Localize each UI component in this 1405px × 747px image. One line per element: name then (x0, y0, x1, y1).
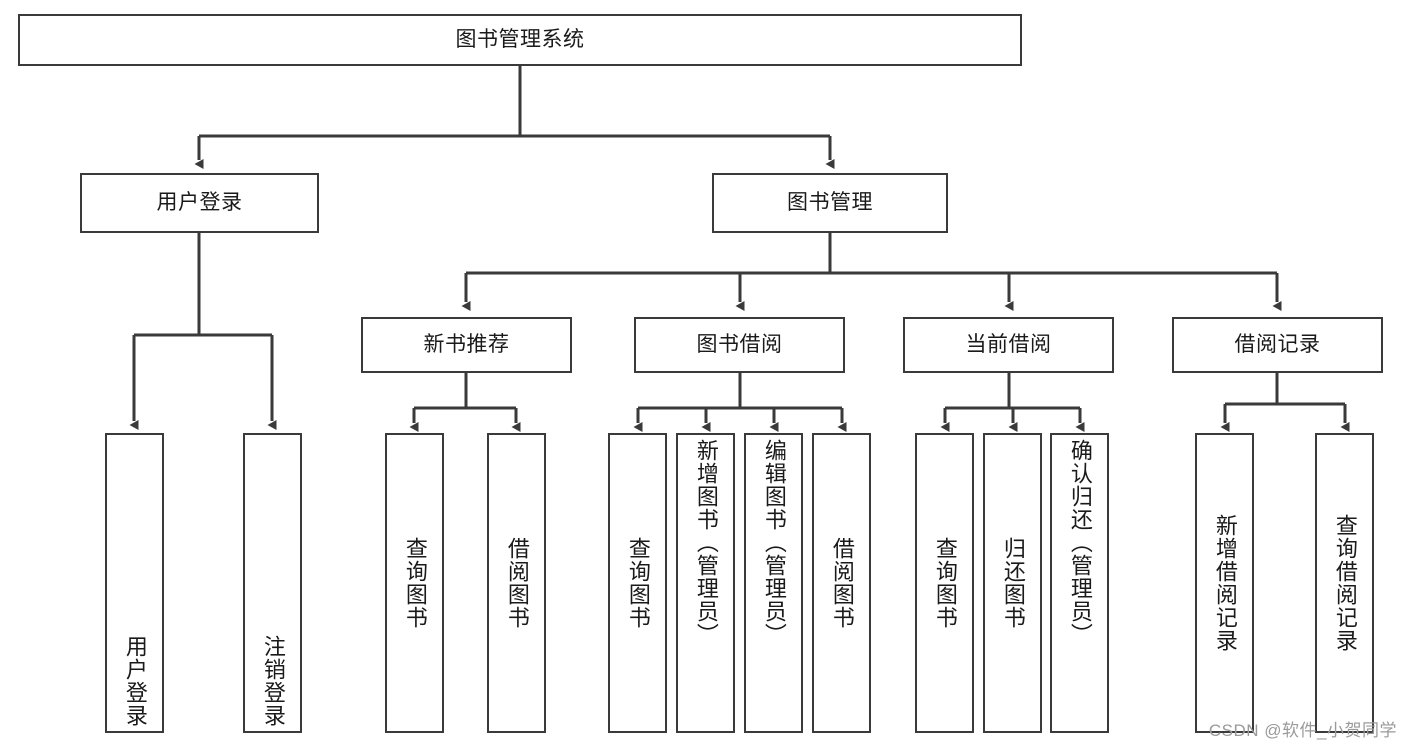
leaf-add-borrow-record[interactable]: 新增借阅记录 (1195, 433, 1254, 733)
leaf-user-logout-label: 注销登录 (260, 635, 286, 727)
leaf-user-logout[interactable]: 注销登录 (243, 433, 302, 733)
leaf-add-book[interactable]: 新增图书（管理员） (676, 433, 735, 733)
node-user-login[interactable]: 用户登录 (80, 173, 319, 233)
node-book-management-label: 图书管理 (787, 191, 873, 215)
leaf-user-login[interactable]: 用户登录 (105, 433, 164, 733)
leaf-edit-book-label: 编辑图书（管理员） (761, 439, 787, 646)
node-new-book-recommendation-label: 新书推荐 (423, 333, 510, 357)
leaf-borrow-book-2[interactable]: 借阅图书 (812, 433, 871, 733)
leaf-add-book-label: 新增图书（管理员） (693, 439, 719, 646)
csdn-watermark: CSDN @软件_小贺同学 (1208, 721, 1397, 740)
leaf-query-borrow-record-label: 查询借阅记录 (1332, 514, 1358, 652)
node-borrow-record-label: 借阅记录 (1234, 333, 1321, 357)
node-root[interactable]: 图书管理系统 (18, 14, 1022, 66)
node-book-borrow-label: 图书借阅 (696, 333, 783, 357)
leaf-borrow-book-2-label: 借阅图书 (829, 537, 855, 629)
leaf-confirm-return-label: 确认归还（管理员） (1067, 439, 1093, 646)
node-new-book-recommendation[interactable]: 新书推荐 (361, 317, 572, 373)
leaf-query-book-1[interactable]: 查询图书 (385, 433, 444, 733)
leaf-query-borrow-record[interactable]: 查询借阅记录 (1315, 433, 1374, 733)
leaf-return-book-label: 归还图书 (1000, 537, 1026, 629)
node-user-login-label: 用户登录 (156, 191, 243, 215)
node-current-borrow-label: 当前借阅 (965, 333, 1052, 357)
node-current-borrow[interactable]: 当前借阅 (903, 317, 1114, 373)
leaf-confirm-return[interactable]: 确认归还（管理员） (1050, 433, 1109, 733)
leaf-add-borrow-record-label: 新增借阅记录 (1212, 514, 1238, 652)
node-book-management[interactable]: 图书管理 (712, 173, 948, 233)
node-root-label: 图书管理系统 (455, 28, 585, 52)
leaf-return-book[interactable]: 归还图书 (983, 433, 1042, 733)
leaf-edit-book[interactable]: 编辑图书（管理员） (744, 433, 803, 733)
leaf-query-book-2-label: 查询图书 (625, 537, 651, 629)
leaf-query-book-3[interactable]: 查询图书 (915, 433, 974, 733)
leaf-borrow-book-1[interactable]: 借阅图书 (487, 433, 546, 733)
leaf-query-book-1-label: 查询图书 (402, 537, 428, 629)
leaf-query-book-2[interactable]: 查询图书 (608, 433, 667, 733)
leaf-query-book-3-label: 查询图书 (932, 537, 958, 629)
node-borrow-record[interactable]: 借阅记录 (1172, 317, 1383, 373)
leaf-user-login-label: 用户登录 (122, 635, 148, 727)
node-book-borrow[interactable]: 图书借阅 (634, 317, 845, 373)
leaf-borrow-book-1-label: 借阅图书 (504, 537, 530, 629)
